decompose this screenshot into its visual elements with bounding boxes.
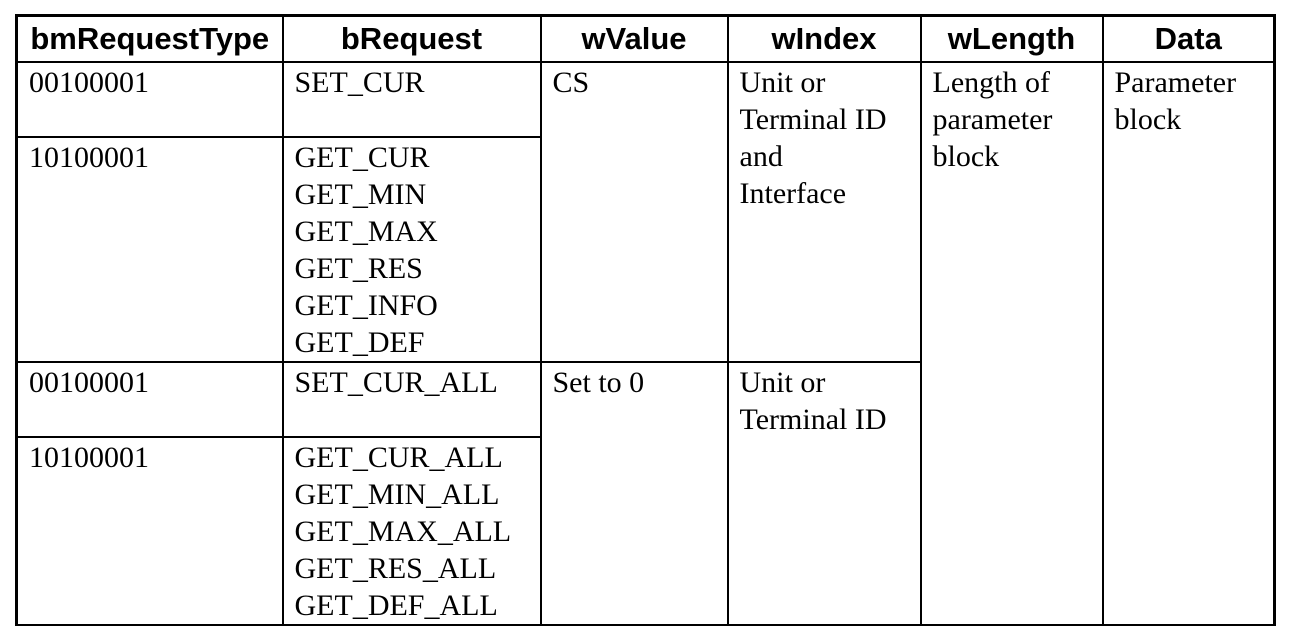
cell-wlength: Length of parameter block bbox=[919, 61, 1104, 626]
cell-windex: Unit or Terminal ID bbox=[726, 361, 922, 626]
cell-brequest: SET_CUR_ALL bbox=[281, 361, 542, 438]
cell-wvalue: CS bbox=[539, 61, 729, 363]
cell-wvalue: Set to 0 bbox=[539, 361, 729, 626]
cell-bmrequesttype: 00100001 bbox=[15, 61, 284, 138]
table-row-set-cur: 00100001 SET_CUR CS Unit or Terminal ID … bbox=[15, 61, 1276, 626]
column-header-wlength: wLength bbox=[919, 14, 1104, 63]
cell-windex: Unit or Terminal ID and Interface bbox=[726, 61, 922, 363]
column-header-brequest: bRequest bbox=[281, 14, 542, 63]
table-row-get-all-requests: 10100001 GET_CUR_ALL GET_MIN_ALL GET_MAX… bbox=[15, 436, 1275, 626]
cell-data: Parameter block bbox=[1101, 61, 1276, 626]
column-header-windex: wIndex bbox=[726, 14, 922, 63]
cell-brequest: GET_CUR_ALL GET_MIN_ALL GET_MAX_ALL GET_… bbox=[281, 436, 542, 626]
column-header-wvalue: wValue bbox=[539, 14, 729, 63]
cell-bmrequesttype: 10100001 bbox=[15, 136, 284, 363]
request-parameters-table: bmRequestType bRequest wValue wIndex wLe… bbox=[15, 14, 1276, 626]
cell-brequest: GET_CUR GET_MIN GET_MAX GET_RES GET_INFO… bbox=[281, 136, 542, 363]
cell-brequest: SET_CUR bbox=[281, 61, 542, 138]
table-row-set-cur-all: 00100001 SET_CUR_ALL Set to 0 Unit or Te… bbox=[15, 361, 1275, 626]
table-row-get-requests: 10100001 GET_CUR GET_MIN GET_MAX GET_RES… bbox=[15, 136, 1275, 363]
header-row: bmRequestType bRequest wValue wIndex wLe… bbox=[15, 14, 1276, 63]
cell-bmrequesttype: 00100001 bbox=[15, 361, 284, 438]
column-header-bmrequesttype: bmRequestType bbox=[15, 14, 284, 63]
cell-bmrequesttype: 10100001 bbox=[15, 436, 284, 626]
column-header-data: Data bbox=[1101, 14, 1276, 63]
